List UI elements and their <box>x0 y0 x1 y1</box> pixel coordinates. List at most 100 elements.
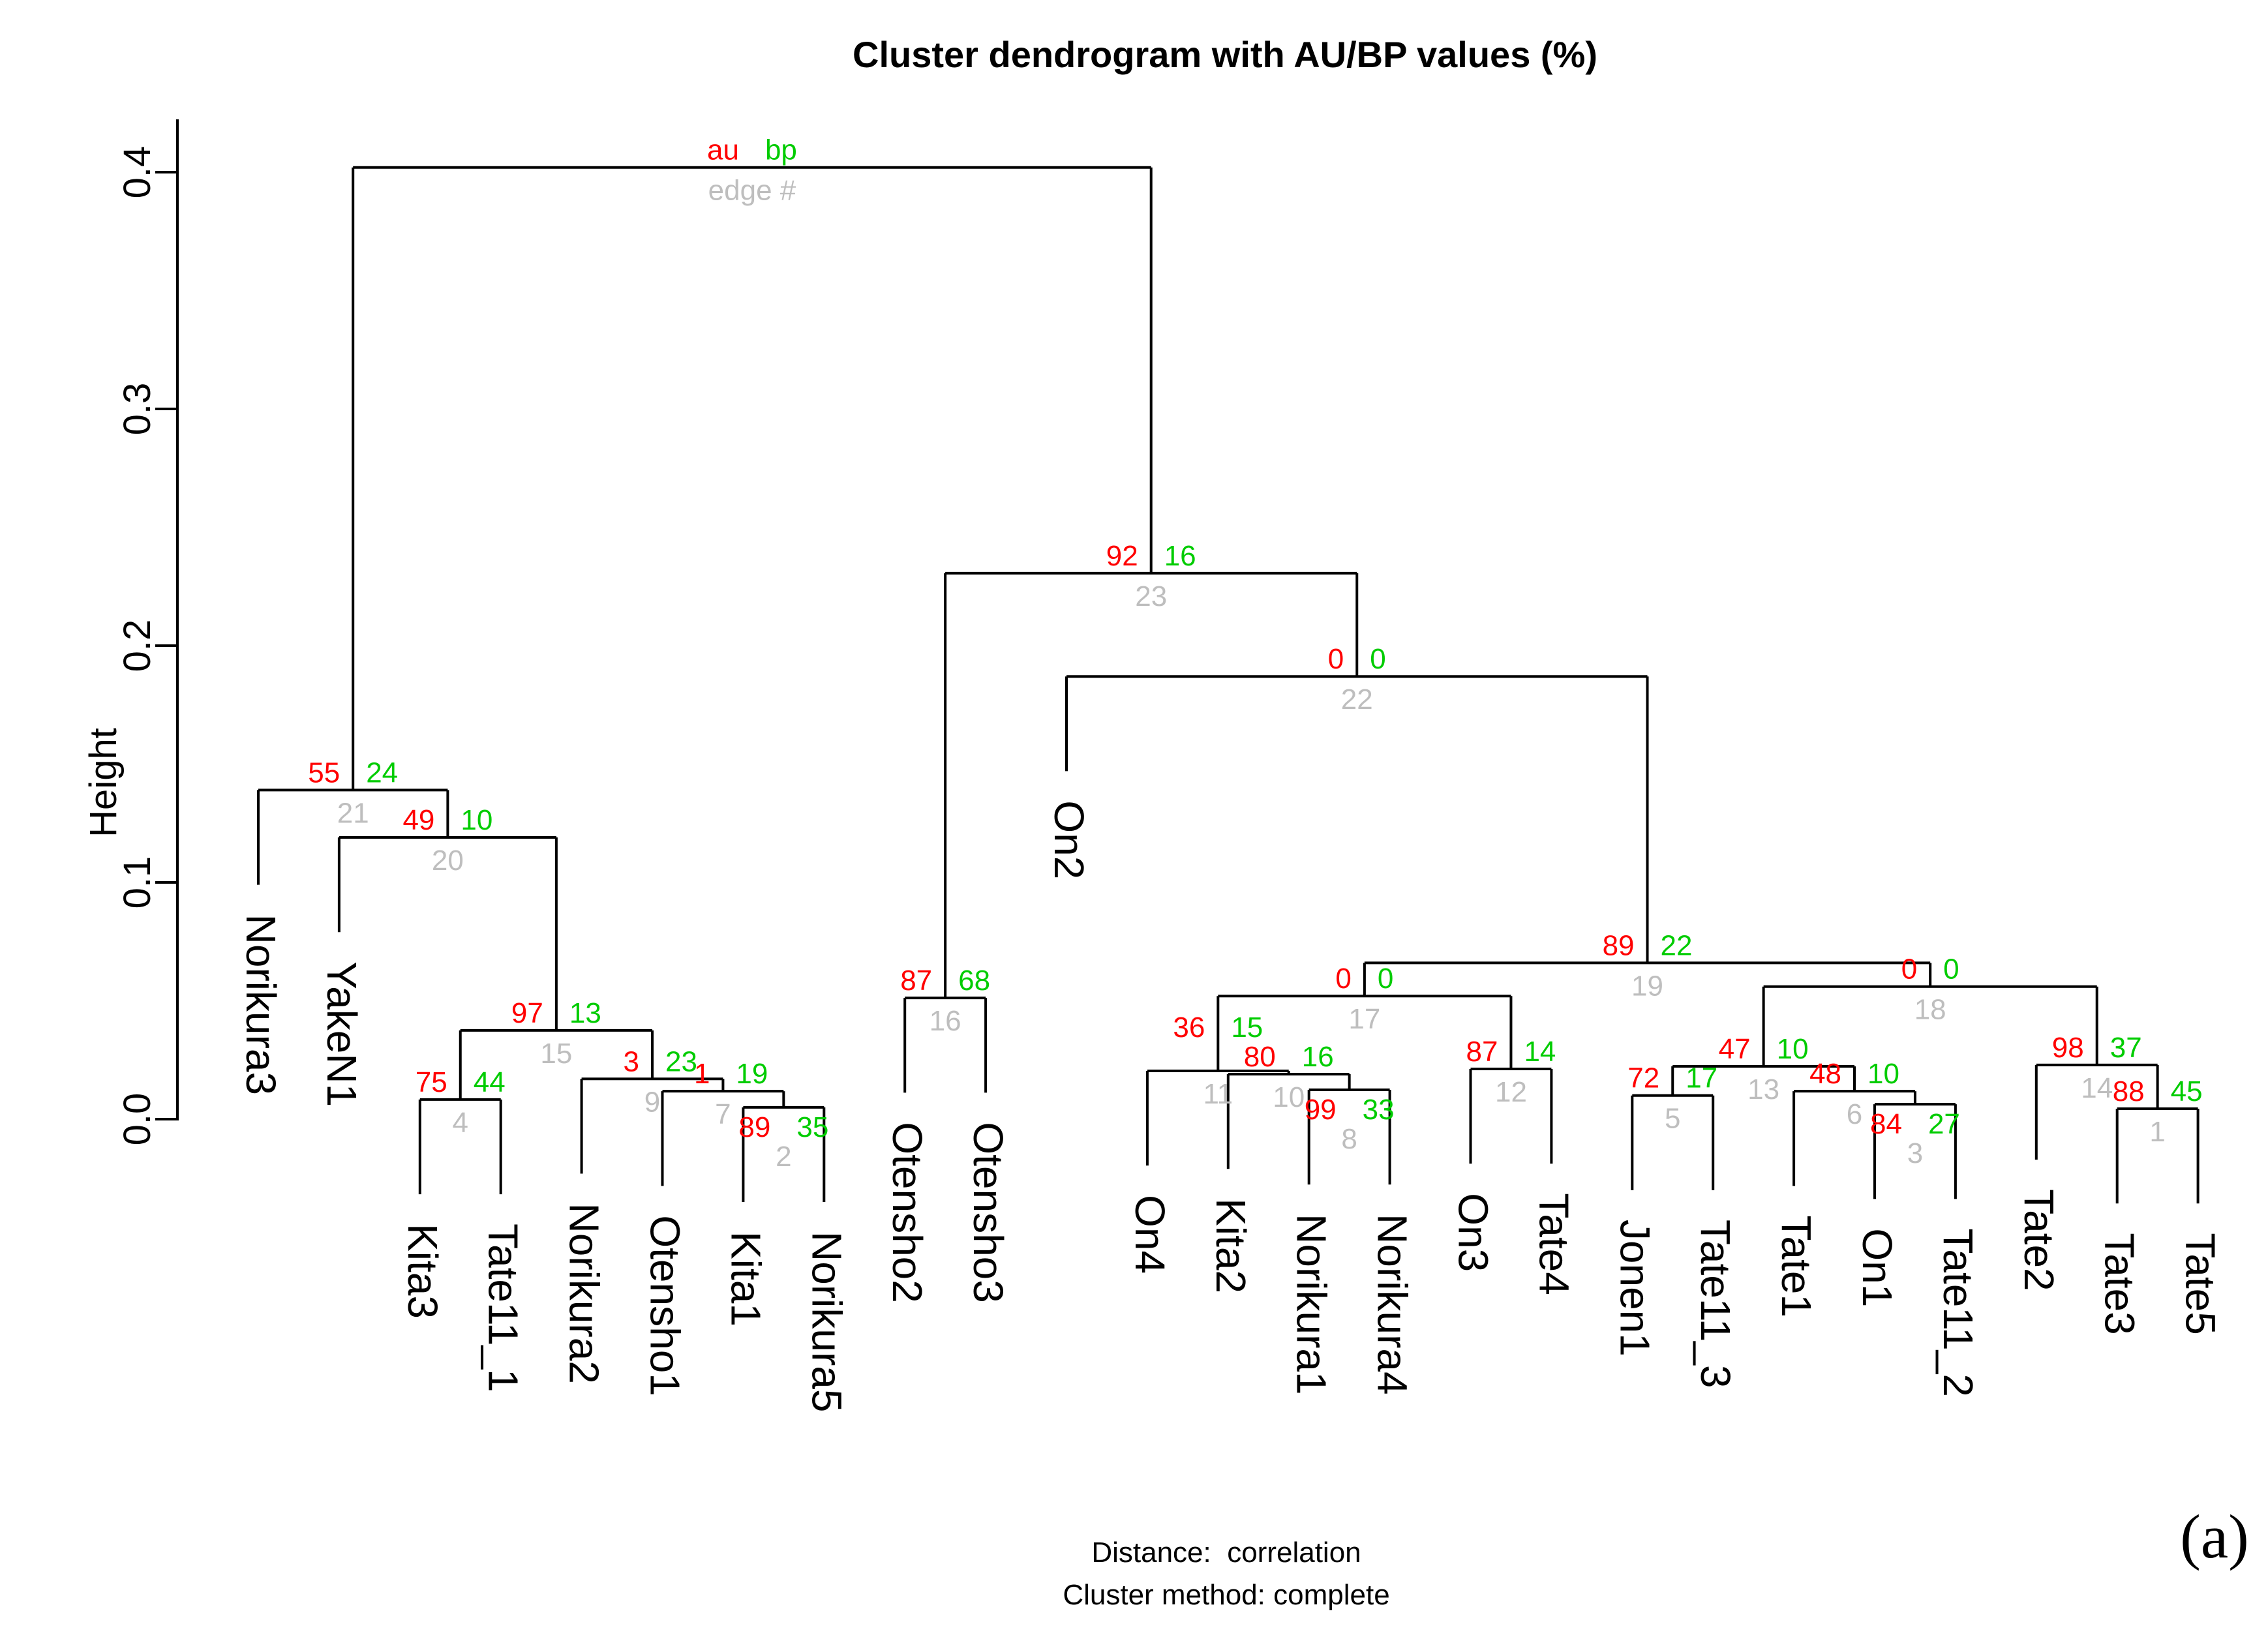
y-axis-tick-label: 0.2 <box>116 620 159 672</box>
node-au-value: 87 <box>900 965 932 997</box>
node-bp-value: 16 <box>1302 1041 1334 1073</box>
node-bp-value: 10 <box>461 804 492 836</box>
leaf-label: Norikura5 <box>803 1231 850 1412</box>
leaf-label: Tate11_2 <box>1935 1228 1982 1397</box>
node-edge-number: 11 <box>1203 1078 1233 1110</box>
node-au-value: 1 <box>694 1058 710 1090</box>
leaf-label: Tate2 <box>2016 1189 2063 1291</box>
leaf-label: On4 <box>1126 1195 1173 1274</box>
node-edge-number: 4 <box>453 1107 468 1139</box>
legend-au-label: au <box>707 134 739 166</box>
node-edge-number: 2 <box>776 1141 791 1173</box>
node-edge-number: 5 <box>1665 1103 1680 1135</box>
node-bp-value: 44 <box>474 1066 506 1098</box>
node-edge-number: 14 <box>2081 1072 2113 1104</box>
node-edge-number: 18 <box>1914 994 1946 1026</box>
node-au-value: 47 <box>1719 1033 1751 1065</box>
legend-bp-label: bp <box>765 134 797 166</box>
node-au-value: 72 <box>1627 1062 1659 1094</box>
node-bp-value: 0 <box>1943 954 1959 985</box>
leaf-label: Tate1 <box>1773 1215 1820 1317</box>
node-au-value: 0 <box>1335 963 1351 995</box>
caption-distance: Distance: correlation <box>1091 1537 1361 1569</box>
node-au-value: 87 <box>1466 1036 1498 1068</box>
leaf-label: Tate4 <box>1530 1193 1577 1295</box>
leaf-label: YakeN1 <box>318 961 365 1107</box>
node-au-value: 49 <box>402 804 434 836</box>
leaf-label: On3 <box>1450 1193 1497 1272</box>
node-bp-value: 19 <box>736 1058 768 1090</box>
node-bp-value: 17 <box>1686 1062 1717 1094</box>
node-edge-number: 3 <box>1907 1137 1923 1169</box>
node-au-value: 98 <box>2052 1032 2084 1064</box>
node-edge-number: 8 <box>1341 1123 1357 1155</box>
node-bp-value: 24 <box>366 757 398 788</box>
node-bp-value: 0 <box>1370 643 1385 675</box>
node-edge-number: 7 <box>715 1098 731 1130</box>
node-au-value: 75 <box>416 1066 447 1098</box>
y-axis-tick-label: 0.1 <box>116 856 159 909</box>
node-edge-number: 9 <box>644 1086 660 1118</box>
node-bp-value: 23 <box>665 1045 697 1077</box>
node-edge-number: 12 <box>1495 1076 1527 1108</box>
node-au-value: 89 <box>1603 929 1635 961</box>
node-bp-value: 33 <box>1363 1094 1395 1126</box>
leaf-label: Kita3 <box>399 1224 446 1319</box>
node-au-value: 3 <box>624 1045 639 1077</box>
node-edge-number: 13 <box>1747 1074 1779 1105</box>
node-au-value: 88 <box>2113 1075 2145 1107</box>
node-au-value: 36 <box>1173 1012 1205 1044</box>
leaf-label: Kita2 <box>1207 1198 1254 1293</box>
leaf-label: Otensho1 <box>642 1215 689 1396</box>
y-axis-title: Height <box>82 728 125 837</box>
caption-method: Cluster method: complete <box>1063 1579 1389 1611</box>
node-bp-value: 45 <box>2171 1075 2203 1107</box>
leaf-label: Norikura1 <box>1288 1214 1335 1394</box>
y-axis: 0.0 0.1 0.2 0.3 0.4 <box>116 119 179 1146</box>
y-axis-tick-label: 0.3 <box>116 383 159 436</box>
node-bp-value: 15 <box>1231 1012 1263 1044</box>
node-edge-number: 1 <box>2149 1116 2165 1148</box>
node-edge-number: 23 <box>1135 580 1167 612</box>
node-bp-value: 10 <box>1777 1033 1809 1065</box>
node-edge-number: 21 <box>337 797 369 829</box>
leaf-label: Tate3 <box>2096 1233 2143 1335</box>
node-au-value: 0 <box>1901 954 1917 985</box>
legend-edge-label: edge # <box>708 175 796 207</box>
leaf-label: Kita1 <box>722 1231 769 1327</box>
leaf-label: Norikura3 <box>237 914 284 1095</box>
y-axis-tick-label: 0.0 <box>116 1093 159 1146</box>
leaf-label: Otensho2 <box>884 1122 931 1303</box>
node-bp-value: 35 <box>796 1111 828 1143</box>
leaf-label: On2 <box>1046 800 1093 879</box>
node-edge-number: 22 <box>1341 683 1373 715</box>
node-au-value: 55 <box>308 757 340 788</box>
leaf-label: Tate5 <box>2177 1233 2224 1335</box>
node-bp-value: 13 <box>569 997 601 1029</box>
leaf-label: Jonen1 <box>1611 1220 1658 1357</box>
node-au-value: 97 <box>511 997 543 1029</box>
node-bp-value: 14 <box>1524 1036 1556 1068</box>
node-au-value: 80 <box>1244 1041 1276 1073</box>
node-au-value: 92 <box>1106 540 1138 572</box>
y-axis-tick-label: 0.4 <box>116 146 159 199</box>
node-edge-number: 15 <box>540 1038 572 1070</box>
leaf-label: Tate11_1 <box>480 1224 527 1392</box>
node-edge-number: 17 <box>1348 1003 1380 1035</box>
node-bp-value: 16 <box>1164 540 1196 572</box>
leaf-label: Norikura4 <box>1369 1214 1416 1394</box>
chart-title: Cluster dendrogram with AU/BP values (%) <box>853 34 1597 75</box>
node-bp-value: 10 <box>1867 1058 1899 1090</box>
leaf-label: Norikura2 <box>561 1203 608 1383</box>
leaf-label: Tate11_3 <box>1692 1220 1739 1389</box>
node-edge-number: 20 <box>432 845 464 877</box>
node-au-value: 89 <box>738 1111 770 1143</box>
node-bp-value: 27 <box>1928 1108 1960 1140</box>
panel-label: (a) <box>2180 1502 2248 1571</box>
node-edge-number: 6 <box>1847 1098 1862 1130</box>
leaf-label: Otensho3 <box>965 1122 1012 1303</box>
